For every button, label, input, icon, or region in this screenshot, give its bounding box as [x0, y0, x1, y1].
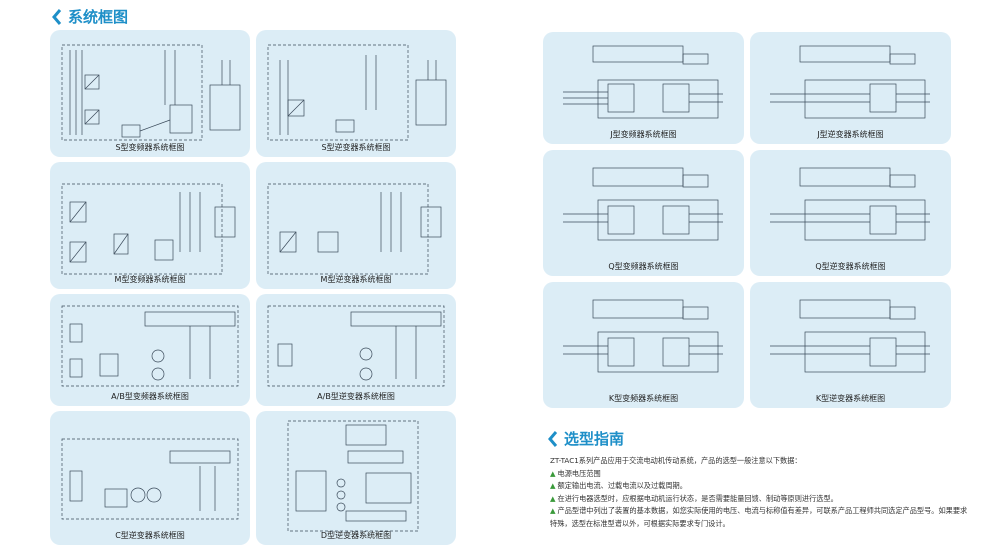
schematic-j-vfd	[563, 45, 723, 119]
schematic-ab-vfd	[61, 305, 239, 387]
triangle-bullet-icon: ▲	[550, 481, 556, 491]
selection-item: ▲电源电压范围	[550, 468, 601, 478]
card-caption: K型变频器系统框图	[608, 394, 679, 403]
schematic-s-inverter	[267, 44, 447, 141]
card-caption: A/B型变频器系统框图	[111, 392, 189, 401]
selection-item: ▲在进行电器选型时，应根据电动机运行状态，是否需要能量回馈、制动等原则进行选型。	[550, 493, 838, 503]
card-caption: J型变频器系统框图	[610, 130, 677, 139]
diagram-card-s-vfd: S型变频器系统框图	[50, 30, 250, 157]
diagram-card-k-vfd: K型变频器系统框图	[543, 282, 744, 408]
diagram-card-q-vfd: Q型变频器系统框图	[543, 150, 744, 276]
diagram-card-ab-inverter: A/B型逆变器系统框图	[256, 294, 456, 406]
diagram-card-m-inverter: M型逆变器系统框图	[256, 162, 456, 289]
card-caption: S型逆变器系统框图	[321, 143, 391, 152]
schematic-j-inverter	[770, 45, 930, 119]
diagram-card-j-vfd: J型变频器系统框图	[543, 32, 744, 144]
diagram-card-d-inverter: D型逆变器系统框图	[256, 411, 456, 545]
schematic-s-vfd	[61, 44, 241, 141]
card-caption: S型变频器系统框图	[115, 143, 185, 152]
card-caption: A/B型逆变器系统框图	[317, 392, 395, 401]
triangle-bullet-icon: ▲	[550, 468, 556, 478]
schematic-ab-inverter	[267, 305, 445, 387]
selection-section-title: 选型指南	[548, 428, 624, 449]
card-caption: J型逆变器系统框图	[817, 130, 884, 139]
diagram-card-s-inverter: S型逆变器系统框图	[256, 30, 456, 157]
card-caption: M型变频器系统框图	[114, 275, 186, 284]
schematic-q-vfd	[563, 167, 723, 241]
selection-item: ▲额定输出电流、过载电流以及过载周期。	[550, 481, 687, 491]
selection-guide: ZT-TAC1系列产品应用于交流电动机传动系统，产品的选型一般注意以下数据： ▲…	[550, 455, 970, 531]
card-caption: D型逆变器系统框图	[320, 531, 392, 540]
card-caption: Q型变频器系统框图	[608, 262, 679, 271]
card-caption: Q型逆变器系统框图	[815, 262, 886, 271]
selection-item: ▲产品型谱中列出了装置的基本数据，如您实际使用的电压、电流与标称值有差异，可联系…	[550, 506, 968, 528]
card-caption: K型逆变器系统框图	[815, 394, 886, 403]
card-caption: M型逆变器系统框图	[320, 275, 392, 284]
chevron-left-icon	[52, 8, 62, 25]
schematic-m-vfd	[61, 183, 236, 275]
diagram-section-title: 系统框图	[52, 6, 128, 27]
diagram-card-k-inverter: K型逆变器系统框图	[750, 282, 951, 408]
diagram-card-j-inverter: J型逆变器系统框图	[750, 32, 951, 144]
diagram-card-ab-vfd: A/B型变频器系统框图	[50, 294, 250, 406]
card-caption: C型逆变器系统框图	[115, 531, 185, 540]
diagram-card-c-inverter: C型逆变器系统框图	[50, 411, 250, 545]
triangle-bullet-icon: ▲	[550, 506, 556, 516]
chevron-left-icon	[548, 430, 558, 447]
diagram-card-m-vfd: M型变频器系统框图	[50, 162, 250, 289]
schematic-c-inverter	[61, 438, 239, 520]
schematic-k-inverter	[770, 299, 930, 373]
schematic-k-vfd	[563, 299, 723, 373]
triangle-bullet-icon: ▲	[550, 493, 556, 503]
diagram-card-q-inverter: Q型逆变器系统框图	[750, 150, 951, 276]
schematic-q-inverter	[770, 167, 930, 241]
schematic-d-inverter	[287, 420, 419, 532]
schematic-m-inverter	[267, 183, 442, 275]
selection-intro: ZT-TAC1系列产品应用于交流电动机传动系统，产品的选型一般注意以下数据：	[550, 456, 802, 465]
